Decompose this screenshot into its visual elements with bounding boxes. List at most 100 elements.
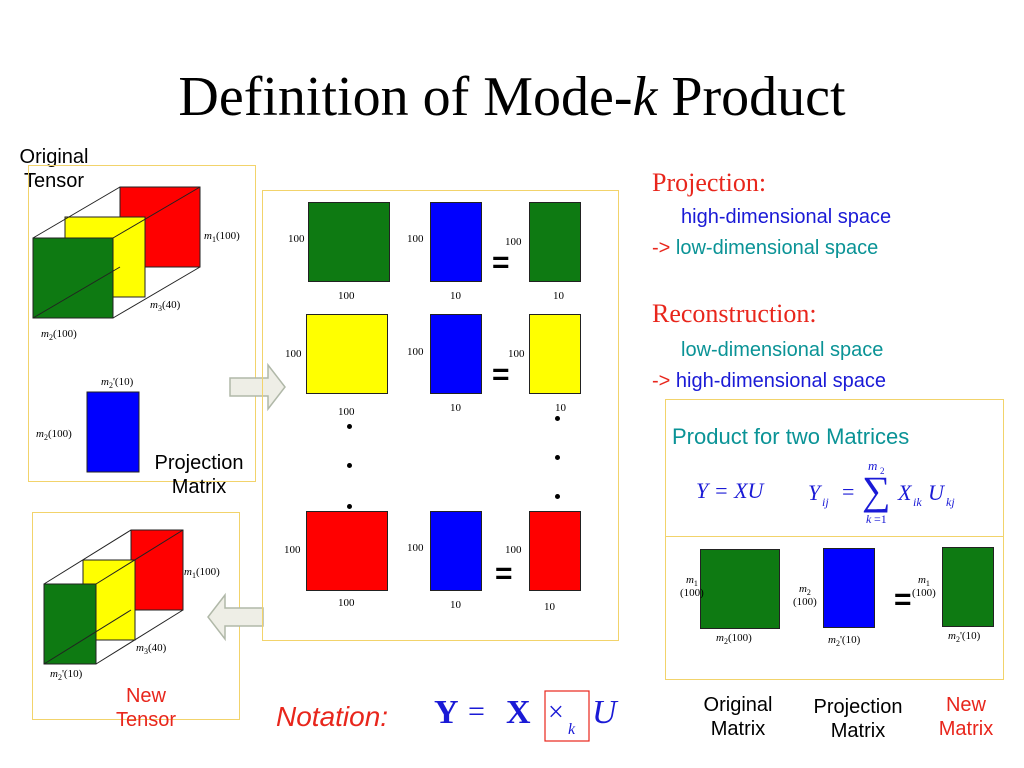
svg-text:k: k [568, 721, 576, 738]
row3-c-left: 100 [505, 544, 522, 556]
tensor-edge [32, 186, 121, 239]
row2-blue-projection [430, 314, 482, 394]
svg-text:=1: =1 [874, 512, 887, 526]
row1-green-slice [308, 202, 390, 282]
svg-text:∑: ∑ [862, 468, 891, 513]
row1-c-left: 100 [505, 236, 522, 248]
projection-matrix-rect [86, 391, 140, 473]
svg-text:m: m [868, 458, 877, 473]
new-tensor-edge [95, 529, 184, 585]
arrow-left-icon [207, 592, 264, 642]
mode-k-operator-highlight [544, 690, 590, 742]
svg-text:×: × [548, 697, 564, 728]
orig-matrix-dim-bottom: m2(100) [716, 632, 752, 647]
row1-b-bottom: 10 [450, 290, 461, 302]
new-tensor-red-slice [130, 529, 184, 611]
new-tensor-dim-m1: m1(100) [184, 566, 220, 581]
new-tensor-edge [95, 609, 184, 665]
row3-a-bottom: 100 [338, 597, 355, 609]
proj-matrix-dim-left: m2(100) [793, 583, 817, 608]
row2-result-slice [529, 314, 581, 394]
svg-text:Y: Y [434, 694, 459, 731]
tensor-edge [112, 186, 201, 239]
svg-text:=: = [468, 695, 485, 728]
ellipsis-dot [555, 455, 560, 460]
formula-summation: m 2 Y ij = ∑ X ik U kj k =1 [808, 458, 955, 526]
row2-b-bottom: 10 [450, 402, 461, 414]
svg-text:=: = [842, 479, 854, 504]
row3-blue-projection [430, 511, 482, 591]
row1-result-slice [529, 202, 581, 282]
two-matrix-product-panel [665, 399, 1004, 680]
proj-matrix-dim-bottom: m2'(10) [828, 634, 861, 649]
tensor-dim-m3: m3(40) [150, 299, 181, 314]
new-matrix-rect [942, 547, 994, 627]
row3-result-slice [529, 511, 581, 591]
original-matrix-rect [700, 549, 780, 629]
svg-text:Y: Y [808, 480, 823, 505]
tensor-dim-m2: m2(100) [41, 328, 77, 343]
row1-c-bottom: 10 [553, 290, 564, 302]
page-title: Definition of Mode-k Product [178, 66, 846, 128]
row2-a-bottom: 100 [338, 406, 355, 418]
ellipsis-dot [555, 494, 560, 499]
reconstruction-line1: low-dimensional space [681, 339, 884, 361]
svg-text:U: U [592, 694, 619, 731]
ellipsis-dot [347, 463, 352, 468]
row2-c-left: 100 [508, 348, 525, 360]
tensor-dim-m1: m1(100) [204, 230, 240, 245]
new-matrix-dim-bottom: m2'(10) [948, 630, 981, 645]
formula-simple: Y = XU [696, 478, 764, 503]
row3-equals: = [495, 557, 513, 590]
notation-formula: Y = X × k U [434, 690, 619, 742]
row1-equals: = [492, 246, 510, 279]
panel-divider [665, 536, 1004, 537]
new-tensor-edge [43, 529, 132, 585]
new-matrix-dim-left: m1(100) [912, 574, 936, 599]
ellipsis-dot [347, 424, 352, 429]
row1-a-left: 100 [288, 233, 305, 245]
svg-text:2: 2 [880, 466, 885, 476]
row1-a-bottom: 100 [338, 290, 355, 302]
row2-b-left: 100 [407, 346, 424, 358]
projection-dim-m2: m2(100) [36, 428, 72, 443]
svg-text:X: X [897, 480, 913, 505]
tensor-edge [32, 266, 121, 319]
svg-text:ik: ik [913, 495, 922, 509]
product-title: Product for two Matrices [672, 424, 910, 449]
projection-dim-m2p: m2'(10) [101, 376, 134, 391]
original-tensor-diagram [32, 186, 201, 473]
tensor-edge [112, 266, 201, 319]
row2-equals: = [492, 358, 510, 391]
row1-b-left: 100 [407, 233, 424, 245]
new-tensor-dim-m3: m3(40) [136, 642, 167, 657]
new-tensor-edge [43, 609, 132, 665]
row3-b-left: 100 [407, 542, 424, 554]
svg-text:ij: ij [822, 495, 829, 509]
matrix-equals: = [894, 583, 912, 616]
svg-text:U: U [928, 480, 946, 505]
new-tensor-diagram [43, 529, 184, 665]
row2-a-left: 100 [285, 348, 302, 360]
orig-matrix-dim-left: m1(100) [680, 574, 704, 599]
reconstruction-line2: -> high-dimensional space [652, 370, 887, 392]
projection-title: Projection: [652, 168, 767, 197]
projection-matrix-small-rect [823, 548, 875, 628]
ellipsis-dot [555, 416, 560, 421]
row1-blue-projection [430, 202, 482, 282]
row3-c-bottom: 10 [544, 601, 555, 613]
row3-b-bottom: 10 [450, 599, 461, 611]
ellipsis-dot [347, 504, 352, 509]
original-tensor-panel [28, 165, 256, 482]
row2-yellow-slice [306, 314, 388, 394]
row3-red-slice [306, 511, 388, 591]
arrow-right-icon [229, 362, 286, 412]
row3-a-left: 100 [284, 544, 301, 556]
projection-line1: high-dimensional space [681, 206, 892, 228]
reconstruction-title: Reconstruction: [652, 299, 817, 328]
